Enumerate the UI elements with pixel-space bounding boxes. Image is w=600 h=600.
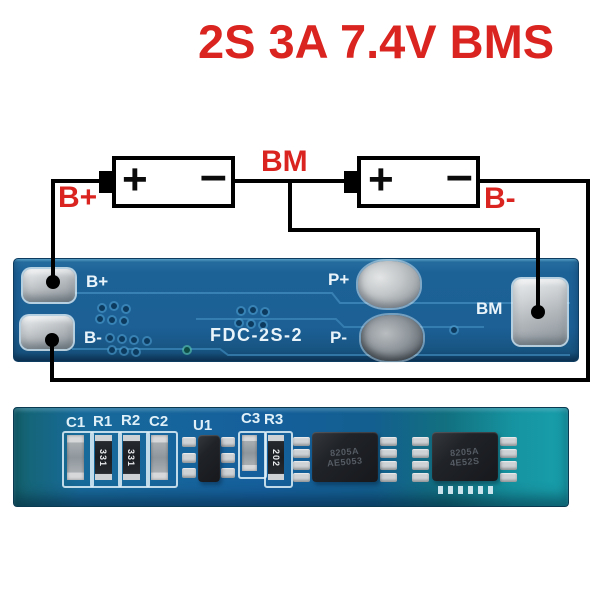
pcb-bottom-view: C1 R1 R2 C2 U1 C3 R3 331 331 202	[13, 407, 569, 507]
resistor-r2-marking: 331	[126, 448, 137, 467]
silkscreen-box-c3	[238, 431, 267, 479]
via	[236, 320, 242, 326]
ic2-pin	[412, 437, 429, 446]
via	[99, 305, 105, 311]
via	[133, 349, 139, 355]
solder-blob-p-plus	[358, 261, 420, 308]
battery-2-terminal-nub	[344, 171, 359, 193]
ic2-pin	[500, 461, 517, 470]
via	[131, 337, 137, 343]
ic2-marking-line2: 4E52S	[449, 455, 481, 468]
pad-b-plus	[23, 269, 75, 302]
ic2-pin	[412, 449, 429, 458]
via	[238, 308, 244, 314]
silkscreen-p-minus: P-	[330, 328, 347, 347]
via	[111, 303, 117, 309]
silkscreen-datecode-strip	[438, 486, 494, 494]
u1-pin	[182, 468, 196, 478]
via	[121, 318, 127, 324]
via	[250, 307, 256, 313]
silkscreen-b-minus: B-	[84, 328, 102, 347]
via	[119, 336, 125, 342]
silkscreen-box-c2	[146, 431, 178, 488]
via	[109, 347, 115, 353]
pad-b-minus	[21, 316, 73, 349]
label-bm: BM	[261, 145, 308, 178]
u1-pin	[221, 453, 235, 463]
u1-pin	[182, 453, 196, 463]
ic1-pin	[380, 461, 397, 470]
resistor-r1: 331	[95, 435, 112, 480]
ic-mosfet-2-body: 8205A 4E52S	[432, 432, 498, 481]
battery-1-plus-symbol: +	[122, 155, 148, 204]
via	[248, 321, 254, 327]
via	[107, 335, 113, 341]
silkscreen-box-r1	[90, 431, 122, 488]
label-b-plus: B+	[58, 181, 98, 214]
via	[97, 316, 103, 322]
ic-u1-body	[198, 435, 220, 482]
silkscreen-u1: U1	[193, 417, 213, 434]
ic2-pin	[412, 473, 429, 482]
trace-line	[72, 348, 570, 356]
ic1-marking-line2: AE5053	[326, 455, 364, 469]
via	[123, 306, 129, 312]
silkscreen-model: FDC-2S-2	[210, 325, 304, 345]
u1-pin	[221, 437, 235, 447]
silkscreen-box-r3	[264, 431, 293, 488]
label-b-minus: B-	[484, 182, 516, 215]
ic1-pin	[293, 449, 310, 458]
silkscreen-p-plus: P+	[328, 270, 350, 289]
battery-1-terminal-nub	[99, 171, 114, 193]
u1-pin	[221, 468, 235, 478]
ic1-pin	[380, 473, 397, 482]
pcb-top-view: B+ B- FDC-2S-2 P+ P- BM	[13, 258, 579, 362]
ic1-pin	[293, 473, 310, 482]
battery-2-minus-symbol: –	[446, 149, 473, 202]
battery-1-minus-symbol: –	[200, 149, 227, 202]
ic1-pin	[380, 437, 397, 446]
via	[451, 327, 457, 333]
page-title: 2S 3A 7.4V BMS	[198, 15, 555, 68]
silkscreen-r3: R3	[264, 411, 284, 428]
via	[144, 338, 150, 344]
silkscreen-bm: BM	[476, 299, 503, 318]
silkscreen-r1: R1	[93, 413, 113, 430]
via	[121, 348, 127, 354]
resistor-r3: 202	[268, 435, 284, 480]
u1-pin	[182, 437, 196, 447]
resistor-r2: 331	[123, 435, 140, 480]
ic2-pin	[500, 449, 517, 458]
via	[109, 317, 115, 323]
silkscreen-c1: C1	[66, 414, 86, 431]
resistor-r1-marking: 331	[98, 448, 109, 467]
capacitor-c3	[242, 435, 257, 471]
ic2-pin	[500, 473, 517, 482]
solder-blob-p-minus	[361, 315, 423, 361]
silkscreen-r2: R2	[121, 412, 141, 429]
via	[184, 347, 190, 353]
silkscreen-box-c1	[62, 431, 94, 488]
ic2-pin	[412, 461, 429, 470]
ic1-pin	[293, 437, 310, 446]
capacitor-c2	[151, 435, 168, 480]
silkscreen-b-plus: B+	[86, 272, 109, 291]
ic1-pin	[293, 461, 310, 470]
ic2-pin	[500, 437, 517, 446]
silkscreen-c2: C2	[149, 413, 169, 430]
ic-mosfet-1-body: 8205A AE5053	[312, 432, 378, 482]
resistor-r3-marking: 202	[271, 448, 281, 467]
silkscreen-box-r2	[118, 431, 150, 488]
battery-2-plus-symbol: +	[368, 155, 394, 204]
ic1-pin	[380, 449, 397, 458]
capacitor-c1	[67, 435, 84, 480]
via	[260, 322, 266, 328]
via	[262, 309, 268, 315]
pad-bm	[513, 279, 567, 345]
silkscreen-c3: C3	[241, 410, 261, 427]
